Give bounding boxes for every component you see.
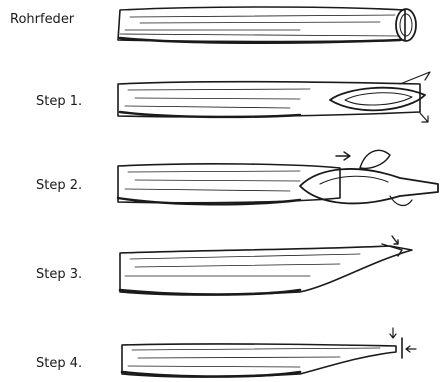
step-4-arrow-left xyxy=(406,346,416,352)
step-3-arrow xyxy=(392,236,398,244)
step-3-reed xyxy=(120,236,412,295)
step-2-nib xyxy=(300,169,438,203)
step-2-reed xyxy=(118,150,438,205)
step-2-arrow xyxy=(336,152,350,160)
step-4-reed xyxy=(122,328,416,377)
step-1-cut-face xyxy=(330,88,425,111)
step-4-arrow-down xyxy=(390,328,396,338)
step-1-arrow xyxy=(420,113,428,122)
step-1-reed xyxy=(118,72,430,122)
reed-tube xyxy=(118,7,416,43)
